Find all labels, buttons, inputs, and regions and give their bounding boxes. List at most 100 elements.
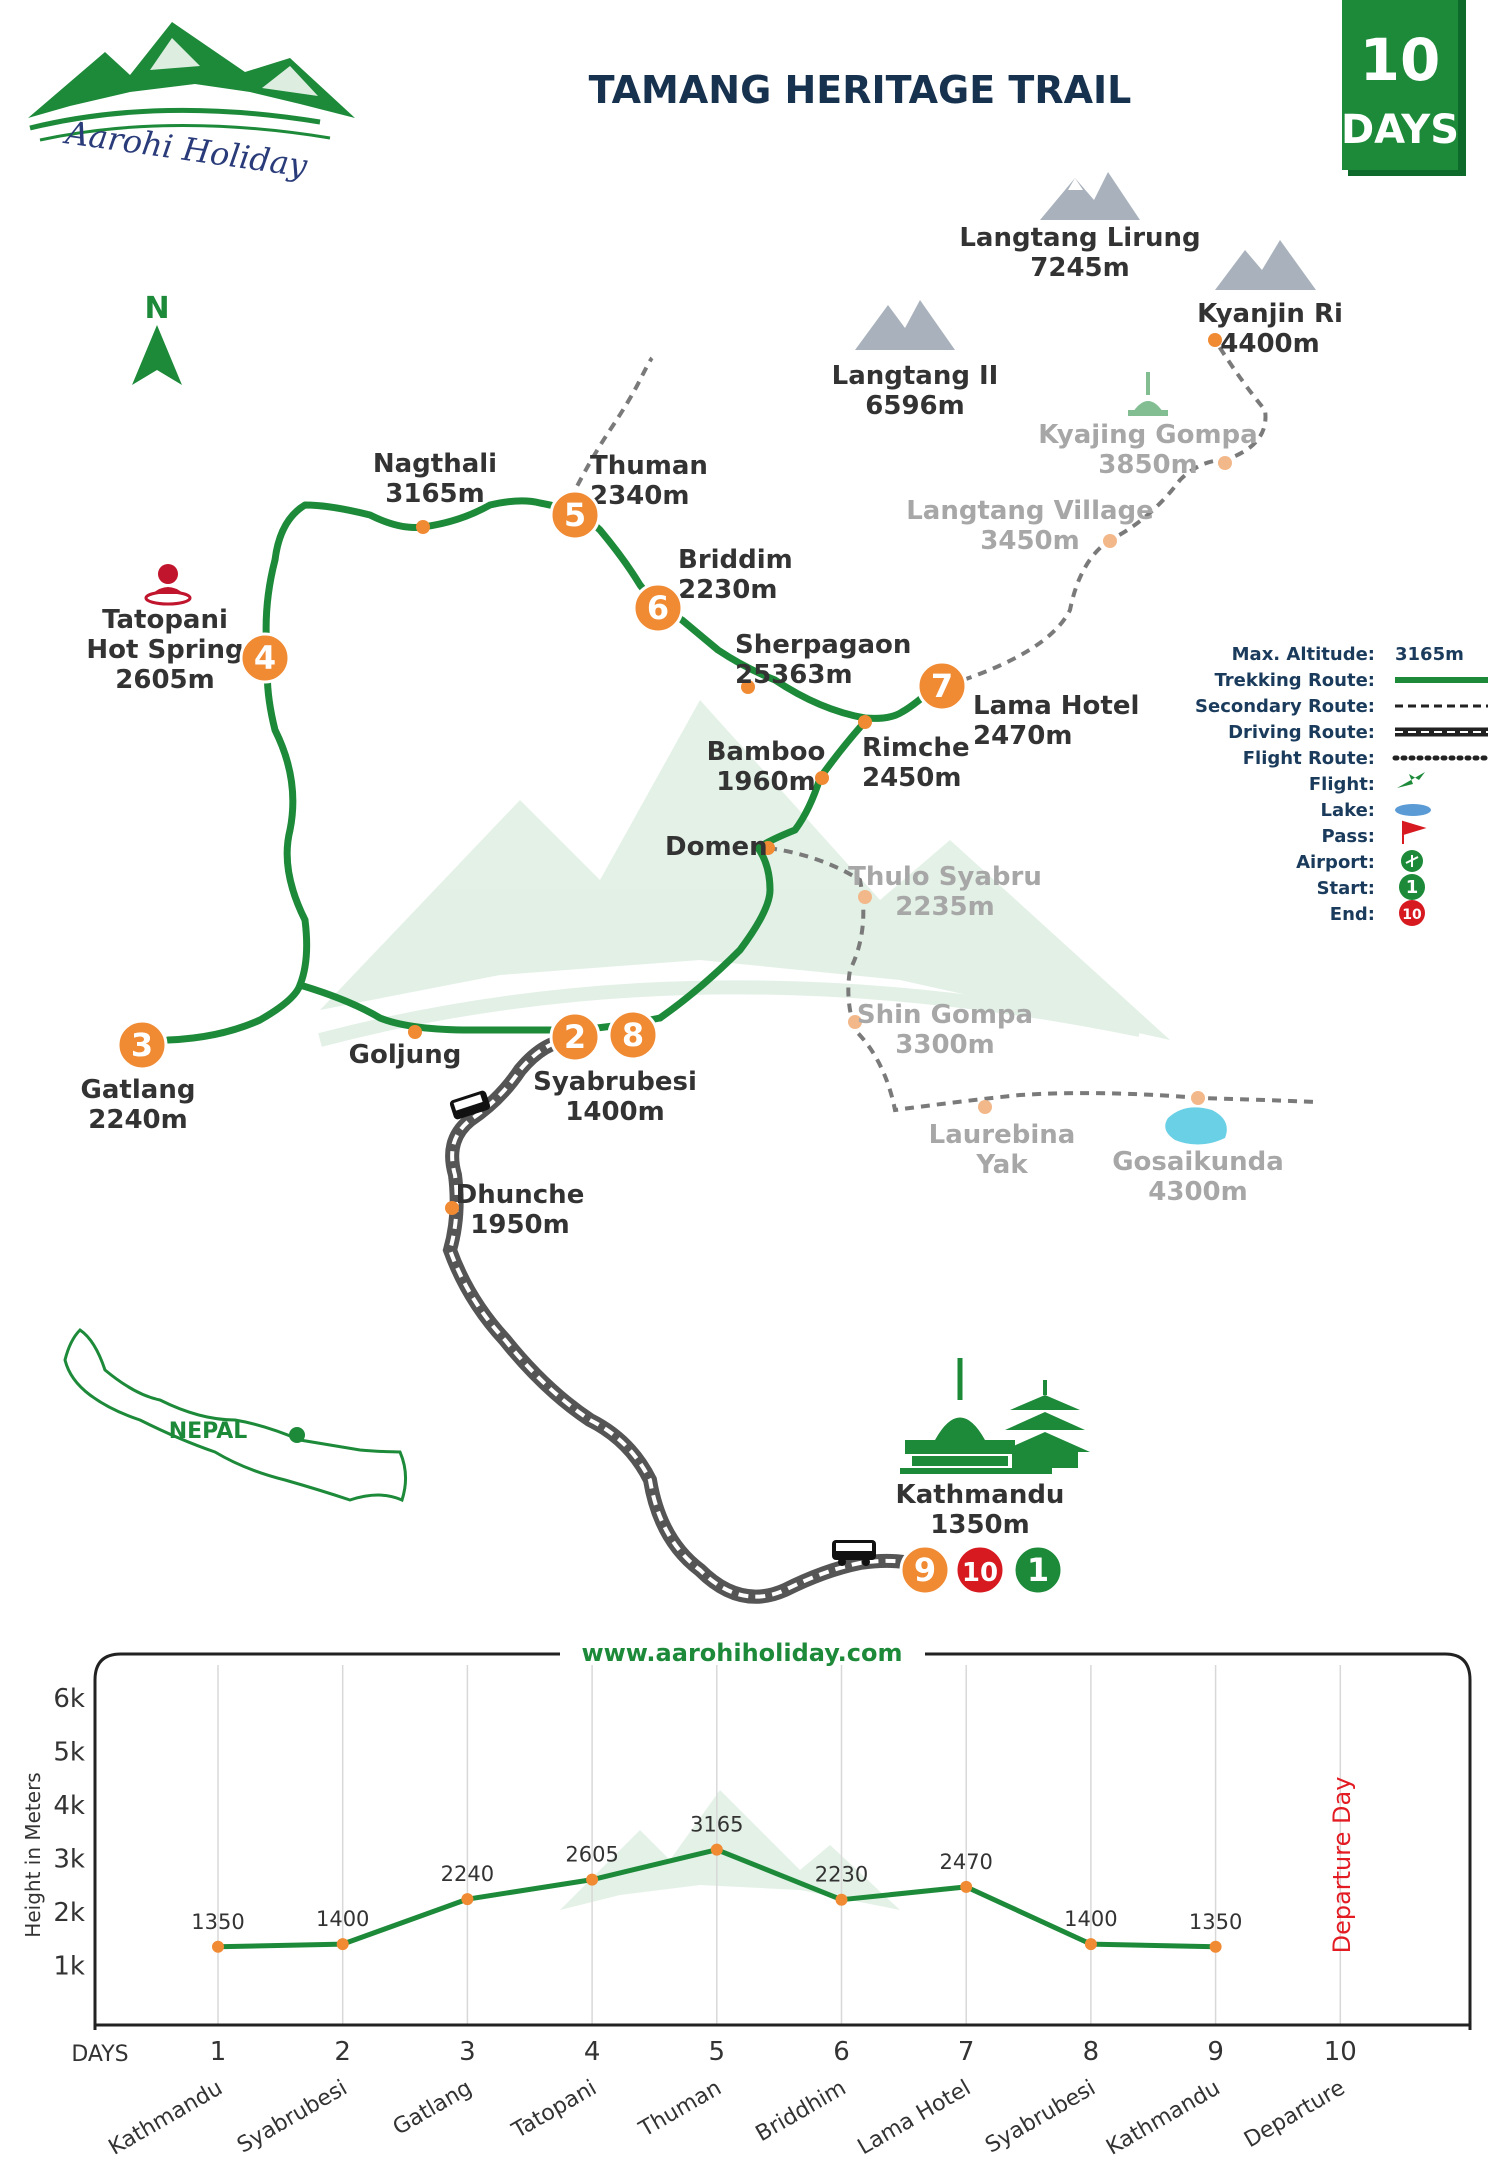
place-name: Domen (665, 832, 768, 862)
place-name-line2: Yak (975, 1150, 1028, 1180)
chart-y-tick: 1k (53, 1952, 85, 1982)
watermark-logo (318, 700, 1170, 1047)
chart-y-tick: 3k (53, 1845, 85, 1875)
legend-item: Flight: (1309, 772, 1425, 795)
legend-label: Flight Route: (1243, 748, 1375, 769)
chart-point (710, 1843, 723, 1856)
legend-item: End: 10 (1330, 900, 1425, 926)
legend-label: Pass: (1322, 826, 1375, 847)
day-marker-circle (916, 660, 968, 712)
place-altitude: 3450m (980, 526, 1079, 556)
day-marker-number: 6 (647, 589, 669, 627)
chart-y-tick: 2k (53, 1898, 85, 1928)
place-altitude: 1350m (930, 1510, 1029, 1540)
place-name: Lama Hotel (973, 691, 1139, 721)
north-arrow: N (132, 291, 182, 385)
legend-item: Max. Altitude: 3165m (1232, 644, 1464, 665)
chart-data-label: 2230 (815, 1863, 868, 1887)
chart-x-place: Tatopani (507, 2076, 601, 2145)
legend-item: Airport: (1296, 850, 1423, 873)
chart-x-place: Gatlang (389, 2076, 477, 2141)
airport-icon-plane (1405, 855, 1419, 867)
chart-data-label: 1350 (191, 1910, 244, 1934)
place-name: Nagthali (373, 449, 497, 479)
start-marker (1399, 874, 1425, 900)
place-name: Tatopani (102, 605, 228, 635)
legend-item: Flight Route: (1243, 748, 1491, 769)
place-name: Syabrubesi (533, 1067, 697, 1097)
place-name: Kyajing Gompa (1038, 420, 1257, 450)
day-marker-circle (549, 1011, 601, 1063)
chart-x-tick: 7 (958, 2037, 975, 2067)
lake-icon (1395, 804, 1431, 816)
peak-altitude: 7245m (1030, 253, 1129, 283)
chart-x-tick: 1 (210, 2037, 227, 2067)
day-marker-number: 2 (564, 1018, 586, 1056)
chart-point (336, 1938, 349, 1951)
place-altitude: 2605m (115, 665, 214, 695)
legend-item: Driving Route: (1228, 722, 1488, 743)
watermark-logo-chart (560, 1790, 900, 1910)
legend-label: Trekking Route: (1214, 670, 1375, 691)
chart-data-label: 2470 (939, 1850, 992, 1874)
place-name: Gatlang (81, 1075, 196, 1105)
day-marker-circle (954, 1544, 1006, 1596)
chart-point (461, 1893, 474, 1906)
hot-spring-icon (144, 564, 192, 606)
place-name: Bamboo (707, 737, 826, 767)
days-badge-unit: DAYS (1341, 107, 1459, 153)
chart-y-tick: 5k (53, 1738, 85, 1768)
legend-label: Max. Altitude: (1232, 644, 1375, 665)
peak-name: Langtang Lirung (959, 223, 1200, 253)
legend-label: Lake: (1320, 800, 1375, 821)
day-marker-9: 9 (899, 1544, 951, 1596)
place-altitude: 2450m (862, 763, 961, 793)
place-name: Thuman (590, 451, 708, 481)
legend-marker-number: 10 (1402, 907, 1422, 923)
legend-value: 3165m (1395, 644, 1464, 665)
day-marker-number: 9 (914, 1551, 936, 1589)
place-name: Sherpagaon (735, 630, 911, 660)
legend-label: Flight: (1309, 774, 1375, 795)
day-marker-6: 6 (632, 582, 684, 634)
day-marker-3: 3 (116, 1019, 168, 1071)
waypoint-dots-faded (848, 456, 1232, 1114)
legend-label: End: (1330, 904, 1375, 925)
chart-data-label: 2240 (441, 1862, 494, 1886)
bus-icon (449, 1090, 491, 1120)
website-link[interactable]: www.aarohiholiday.com (581, 1639, 902, 1667)
chart-x-place: Lama Hotel (854, 2076, 976, 2161)
days-badge: 10 DAYS (1341, 0, 1466, 176)
chart-y-label: Height in Meters (21, 1772, 45, 1937)
mountain-icon (1040, 172, 1140, 220)
peak-name: Kyanjin Ri (1197, 299, 1343, 329)
chart-x-tick: 8 (1083, 2037, 1100, 2067)
chart-x-tick: 2 (334, 2037, 351, 2067)
day-marker-circle (899, 1544, 951, 1596)
day-marker-number: 8 (622, 1016, 644, 1054)
north-label: N (144, 291, 169, 326)
place-altitude: 2340m (590, 481, 689, 511)
day-marker-1: 1 (1012, 1544, 1064, 1596)
mountain-icon (1215, 240, 1316, 290)
place-name: Goljung (349, 1040, 462, 1070)
day-marker-4: 4 (239, 632, 291, 684)
place-name: Shin Gompa (857, 1000, 1033, 1030)
chart-grid (95, 1665, 1470, 2027)
place-altitude: 1400m (565, 1097, 664, 1127)
chart-data-label: 1400 (1064, 1907, 1117, 1931)
legend-label: Driving Route: (1228, 722, 1375, 743)
place-labels: Nagthali3165mThuman2340mBriddim2230mSher… (81, 420, 1284, 1540)
day-marker-number: 10 (962, 1558, 998, 1588)
